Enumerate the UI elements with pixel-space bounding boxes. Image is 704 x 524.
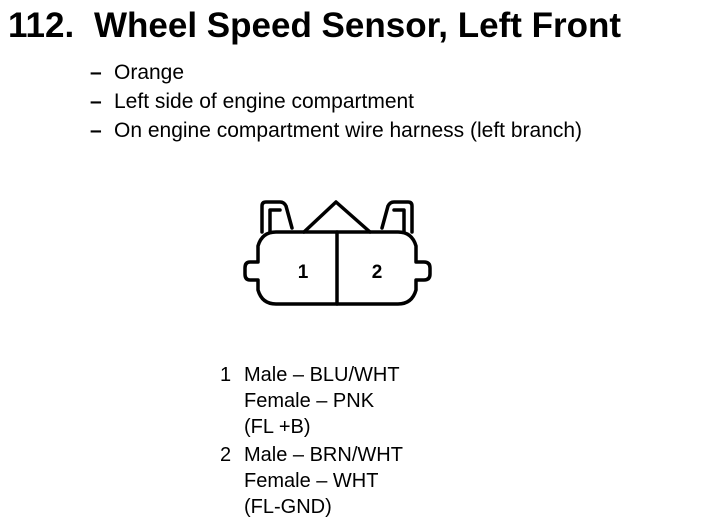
bullet-dash: –: [90, 90, 102, 113]
bullet-dash: –: [90, 119, 102, 142]
pin-entry: 1 Male – BLU/WHT Female – PNK (FL +B): [218, 362, 403, 440]
page-title: 112. Wheel Speed Sensor, Left Front: [8, 4, 621, 48]
section-title: Wheel Speed Sensor, Left Front: [94, 6, 622, 45]
pin-female-wire: Female – PNK: [244, 390, 375, 412]
pin-label-1: 1: [298, 262, 309, 283]
component-details: –Orange –Left side of engine compartment…: [90, 58, 582, 145]
detail-harness: –On engine compartment wire harness (lef…: [90, 116, 582, 145]
pin-male-wire: Male – BLU/WHT: [244, 364, 400, 386]
detail-location: –Left side of engine compartment: [90, 87, 582, 116]
detail-text: Left side of engine compartment: [114, 90, 415, 113]
pin-circuit: (FL +B): [244, 416, 311, 438]
section-number: 112.: [8, 6, 75, 45]
detail-color: –Orange: [90, 58, 582, 87]
key-ridge: [302, 200, 372, 234]
detail-text: Orange: [114, 61, 185, 84]
connector-body: [243, 230, 432, 306]
left-lock-tab-inner: [268, 208, 282, 234]
right-lock-tab: [380, 200, 414, 234]
pin-circuit: (FL-GND): [244, 496, 332, 518]
pin-male-wire: Male – BRN/WHT: [244, 444, 403, 466]
pin-female-wire: Female – WHT: [244, 470, 379, 492]
pin-number: 1: [220, 364, 232, 386]
connector-diagram: 1 2: [243, 200, 432, 306]
left-lock-tab: [260, 200, 294, 234]
pin-number: 2: [220, 444, 232, 466]
pin-label-2: 2: [372, 262, 383, 283]
right-lock-tab-inner: [392, 208, 406, 234]
pin-entry: 2 Male – BRN/WHT Female – WHT (FL-GND): [218, 442, 403, 520]
pin-list: 1 Male – BLU/WHT Female – PNK (FL +B) 2 …: [218, 362, 403, 522]
detail-text: On engine compartment wire harness (left…: [114, 119, 583, 142]
bullet-dash: –: [90, 61, 102, 84]
